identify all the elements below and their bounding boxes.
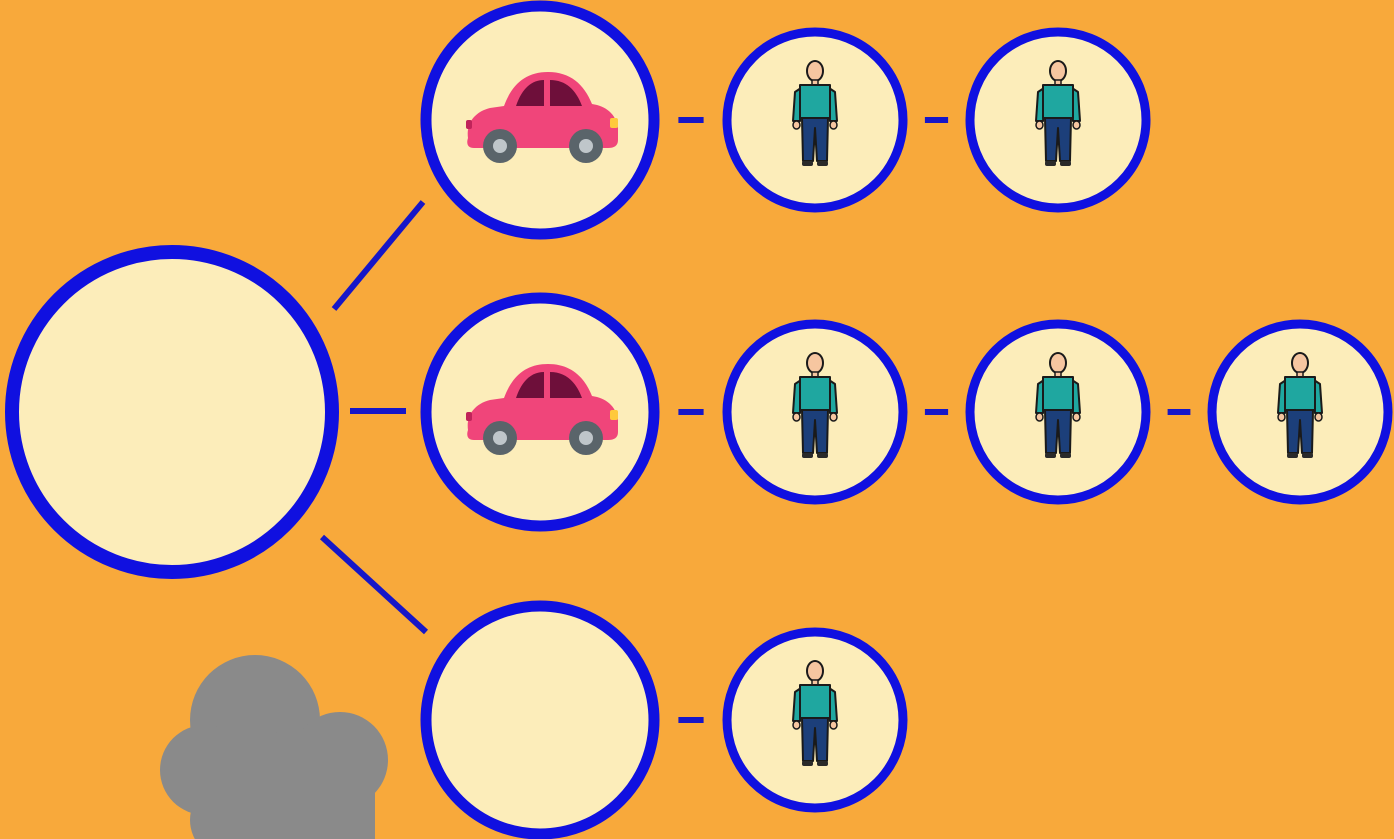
- smoke-cloud: [160, 655, 388, 839]
- branch-1: [420, 0, 660, 240]
- branch-1-person-node-2: [965, 27, 1151, 213]
- branch-3-person-node-1: [722, 627, 908, 813]
- edge-root-branch-3: [319, 534, 429, 635]
- root: [5, 245, 339, 579]
- connectors: [319, 117, 1191, 723]
- edge-root-branch-1: [331, 200, 426, 311]
- branch-3: [420, 600, 660, 839]
- branch-1-person-node-1: [722, 27, 908, 213]
- branch-2-person-node-1: [722, 319, 908, 505]
- branch-2-person-node-2: [965, 319, 1151, 505]
- root-circle: [5, 245, 339, 579]
- nodes: [5, 0, 1393, 839]
- branch-2: [420, 292, 660, 532]
- branch-2-person-node-3: [1207, 319, 1393, 505]
- branch-3-circle: [420, 600, 660, 839]
